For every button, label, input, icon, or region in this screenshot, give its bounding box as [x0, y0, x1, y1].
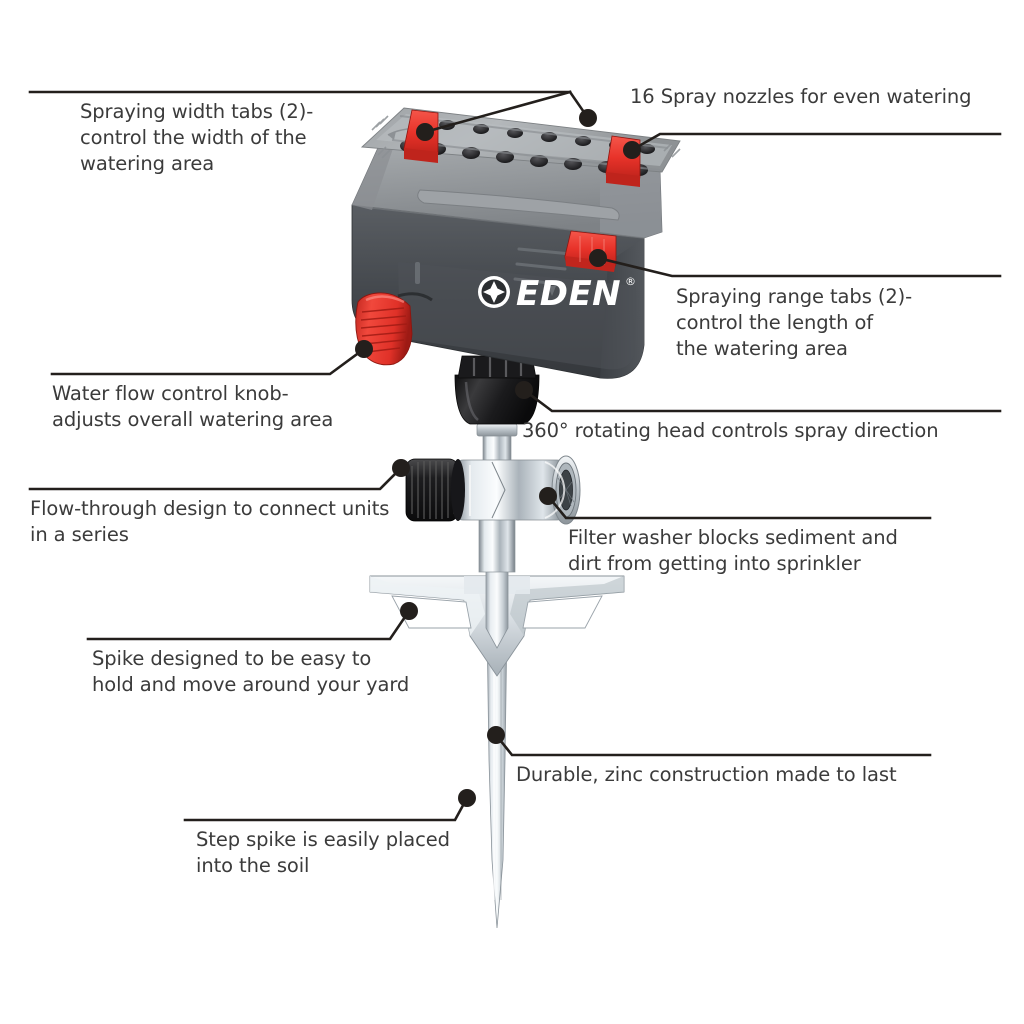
nozzle-deck: [360, 107, 681, 187]
dot-flow-through: [392, 459, 410, 477]
dot-rotating-head: [515, 381, 533, 399]
dot-spike-design: [400, 602, 418, 620]
dot-spray-nozzles: [623, 141, 641, 159]
step-spike: [369, 559, 625, 929]
leader-rotating-head: [522, 388, 1002, 413]
callout-rotating-head: 360° rotating head controls spray direct…: [522, 419, 939, 442]
leader-water-flow-knob: [50, 347, 366, 376]
dot-range-tab: [589, 249, 607, 267]
filter-connector: [405, 455, 581, 525]
brand-logo: EDEN ®: [478, 274, 636, 314]
range-tab: [564, 230, 617, 272]
dot-width-tab-right: [579, 109, 597, 127]
leader-step-spike: [183, 796, 469, 822]
flow-through-cap: [405, 458, 465, 522]
leader-flow-through: [28, 466, 403, 491]
callout-spraying-range-tabs: Spraying range tabs (2)- control the len…: [676, 285, 913, 360]
leader-dots: [355, 109, 641, 807]
callout-zinc-construction: Durable, zinc construction made to last: [516, 763, 897, 786]
leader-spray-nozzles: [630, 132, 1002, 152]
callout-spraying-width-tabs: Spraying width tabs (2)- control the wid…: [80, 100, 314, 175]
svg-text:EDEN: EDEN: [516, 274, 621, 314]
callout-filter-washer: Filter washer blocks sediment and dirt f…: [568, 526, 898, 575]
leader-spraying-range-tabs: [596, 256, 1002, 278]
callout-flow-through-design: Flow-through design to connect units in …: [30, 497, 390, 546]
leader-filter-washer: [546, 494, 932, 520]
callout-water-flow-knob: Water flow control knob- adjusts overall…: [52, 382, 334, 431]
dot-filter-washer: [539, 487, 557, 505]
sprinkler-body: EDEN ®: [351, 204, 645, 379]
dot-width-tab-left: [416, 123, 434, 141]
dot-water-flow-knob: [355, 340, 373, 358]
dot-step-spike: [458, 789, 476, 807]
callout-spike-design: Spike designed to be easy to hold and mo…: [92, 647, 410, 696]
leader-zinc-construction: [494, 733, 932, 757]
svg-text:®: ®: [625, 275, 636, 288]
leader-lines: [28, 90, 1002, 822]
width-tab-left: [403, 109, 439, 163]
callout-step-spike: Step spike is easily placed into the soi…: [196, 828, 450, 877]
dot-zinc-construction: [487, 726, 505, 744]
callout-spray-nozzles: 16 Spray nozzles for even watering: [630, 85, 972, 108]
leader-spike-design: [86, 609, 411, 641]
